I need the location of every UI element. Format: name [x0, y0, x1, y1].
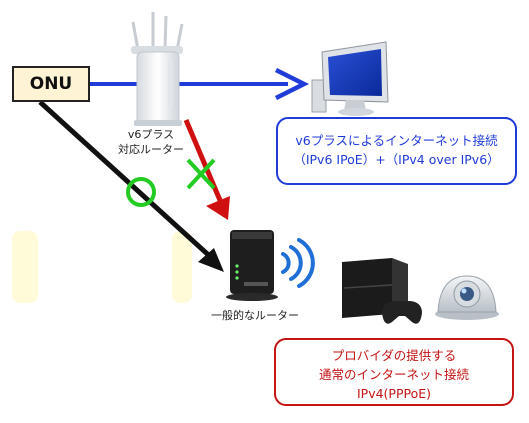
provider-route-info-box: プロバイダの提供する 通常のインターネット接続 IPv4(PPPoE) [274, 338, 514, 406]
general-router-icon [226, 230, 278, 301]
general-router-caption: 一般的なルーター [190, 308, 320, 323]
provider-route-line3: IPv4(PPPoE) [356, 386, 432, 401]
v6-route-line1: v6プラスによるインターネット接続 [295, 133, 498, 148]
v6-route-line2: （IPv6 IPoE）+（IPv4 over IPv6） [293, 152, 500, 167]
v6-router-icon [131, 12, 184, 126]
v6-router-caption-line1: v6プラス [127, 128, 175, 141]
onu-box: ONU [12, 66, 90, 102]
general-router-caption-text: 一般的なルーター [211, 309, 299, 322]
onu-label: ONU [29, 74, 73, 94]
v6-router-caption: v6プラス 対応ルーター [106, 127, 196, 157]
provider-route-line2: 通常のインターネット接続 [318, 367, 469, 382]
router-red-arrowhead [206, 196, 230, 220]
pc-monitor-icon [311, 41, 389, 116]
v6-route-info-box: v6プラスによるインターネット接続 （IPv6 IPoE）+（IPv4 over… [276, 117, 517, 185]
v6-route-arrowhead [274, 67, 310, 101]
cross-ng-icon [186, 158, 216, 190]
v6-router-caption-line2: 対応ルーター [118, 143, 184, 156]
circle-ok-icon [126, 177, 156, 207]
provider-route-line [38, 100, 216, 262]
router-red-arrow [183, 119, 225, 206]
wifi-signal-icon [281, 238, 315, 288]
pale-panel-left [12, 231, 38, 303]
provider-route-line1: プロバイダの提供する [331, 348, 457, 363]
game-console-icon [342, 258, 422, 324]
pale-panel-right [172, 231, 192, 303]
provider-route-arrowhead [198, 248, 224, 272]
network-camera-icon [435, 275, 499, 320]
